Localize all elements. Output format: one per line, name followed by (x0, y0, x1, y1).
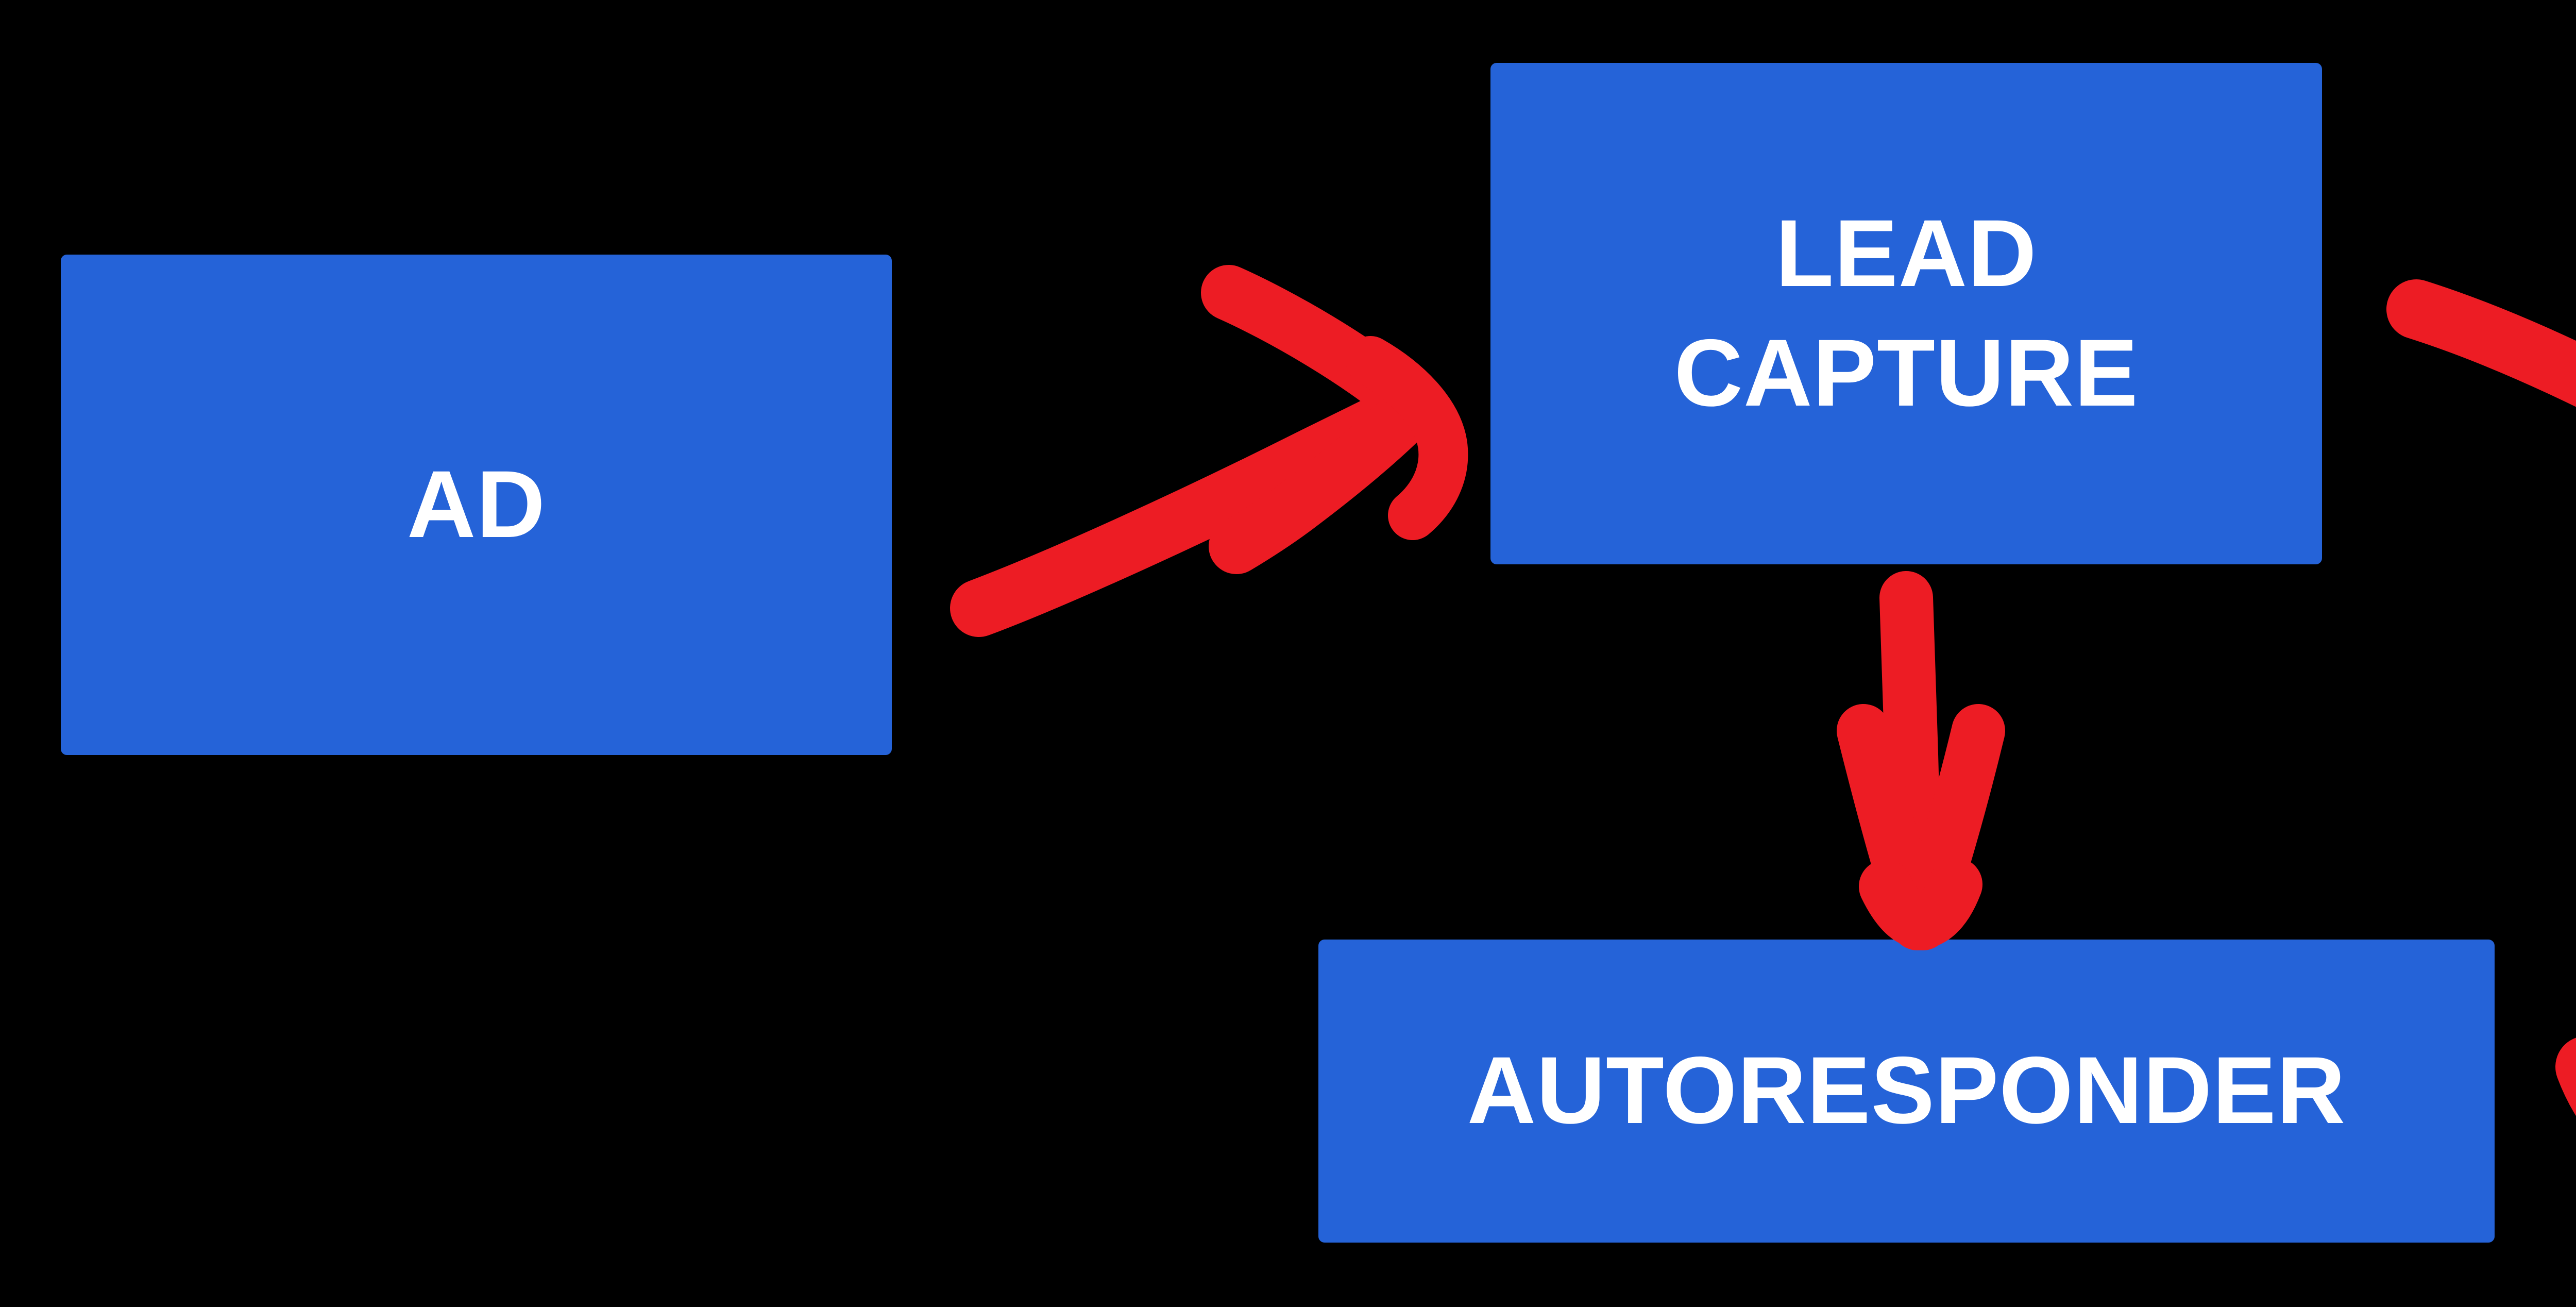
arrow-ad-to-lead-capture-icon[interactable] (950, 265, 1468, 637)
node-autoresponder[interactable]: AUTORESPONDER (1318, 940, 2495, 1243)
node-ad[interactable]: AD (61, 255, 892, 755)
node-lead-capture-label: LEAD CAPTURE (1674, 200, 2139, 426)
node-ad-label: AD (406, 451, 546, 558)
node-lead-capture[interactable]: LEAD CAPTURE (1490, 63, 2322, 564)
arrow-lead-capture-to-autoresponder-icon[interactable] (1837, 571, 2005, 950)
node-autoresponder-label: AUTORESPONDER (1467, 1037, 2346, 1144)
arrow-lead-capture-to-affiliate-offer-icon[interactable] (2386, 279, 2576, 613)
